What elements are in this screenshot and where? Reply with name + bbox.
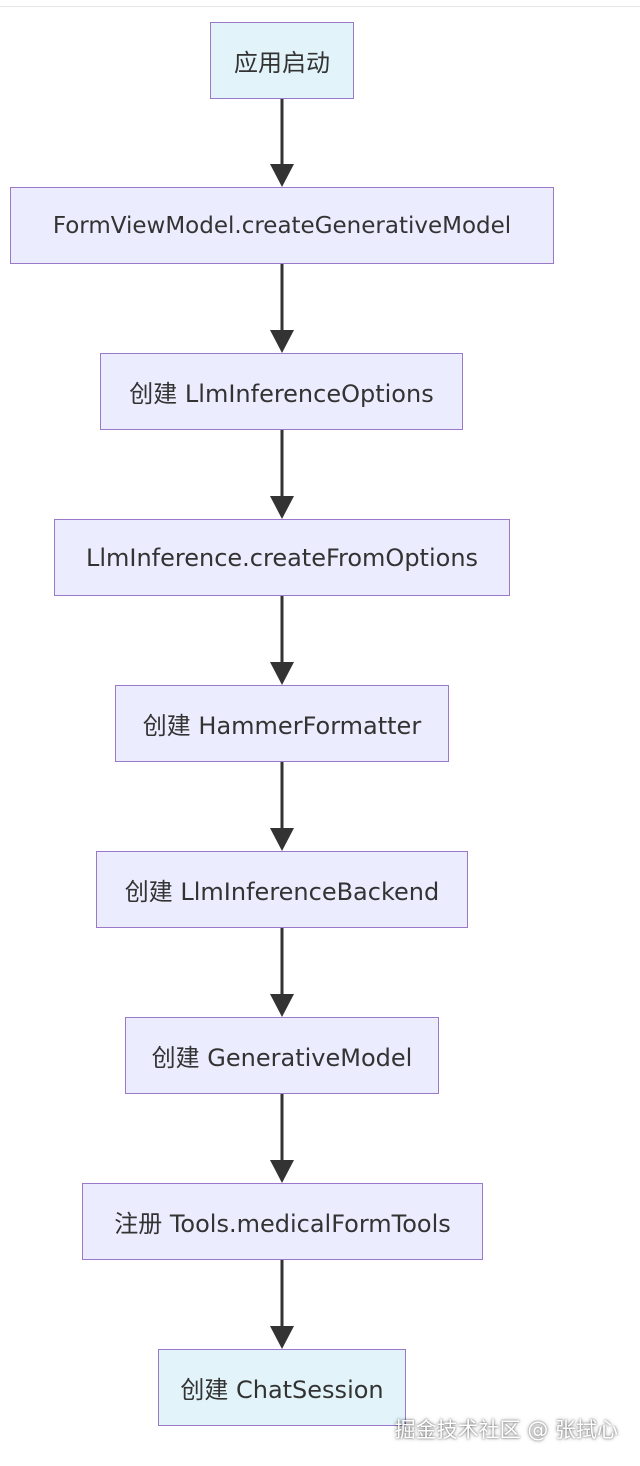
node-create-llm-inference-options: 创建 LlmInferenceOptions [100, 353, 463, 430]
node-llm-inference-create-from-options: LlmInference.createFromOptions [54, 519, 510, 596]
edge-8 [270, 1260, 294, 1349]
edge-3 [270, 430, 294, 519]
edge-5 [270, 762, 294, 851]
edge-7 [270, 1094, 294, 1183]
watermark-text: 掘金技术社区 @ 张拭心 [394, 1418, 618, 1442]
node-create-generative-model: 创建 GenerativeModel [125, 1017, 439, 1094]
node-create-generative-model-call: FormViewModel.createGenerativeModel [10, 187, 554, 264]
edge-4 [270, 596, 294, 685]
node-register-medical-form-tools: 注册 Tools.medicalFormTools [82, 1183, 483, 1260]
node-create-llm-inference-backend: 创建 LlmInferenceBackend [96, 851, 468, 928]
top-divider [0, 6, 640, 7]
edge-1 [270, 99, 294, 187]
edge-6 [270, 928, 294, 1017]
edge-2 [270, 264, 294, 353]
node-create-chat-session: 创建 ChatSession [158, 1349, 406, 1426]
node-create-hammer-formatter: 创建 HammerFormatter [115, 685, 449, 762]
node-app-start: 应用启动 [210, 22, 354, 99]
